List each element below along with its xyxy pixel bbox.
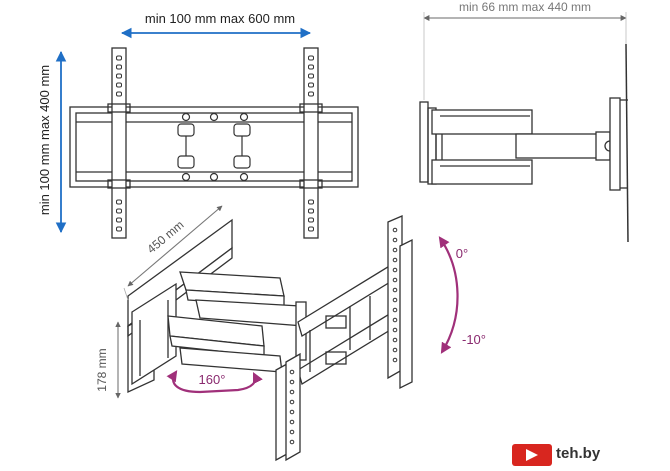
rail-hole <box>392 277 398 283</box>
arm-length-label: 450 mm <box>144 218 186 257</box>
rail-hole <box>289 419 295 425</box>
depth-range-label: min 66 mm max 440 mm <box>459 0 591 14</box>
rail-hole <box>308 82 314 88</box>
rail-hole <box>116 64 122 70</box>
rail-hole <box>289 439 295 445</box>
rail-hole <box>308 64 314 70</box>
rail-hole <box>289 399 295 405</box>
rail-hole <box>308 208 314 214</box>
rail-hole <box>392 317 398 323</box>
rail-hole <box>308 73 314 79</box>
rail-hole <box>116 55 122 61</box>
play-logo-icon <box>512 444 552 466</box>
rail-hole <box>392 257 398 263</box>
rail-hole <box>308 55 314 61</box>
rail-hole <box>116 91 122 97</box>
perspective-view <box>127 215 413 462</box>
rail-hole <box>116 217 122 223</box>
tv-panel-side <box>625 43 629 243</box>
rail-hole <box>289 379 295 385</box>
plate-holes <box>177 112 251 182</box>
rail-hole <box>392 347 398 353</box>
rail-hole <box>392 357 398 363</box>
height-range-label: min 100 mm max 400 mm <box>37 65 52 215</box>
arm-length-arrow <box>127 205 223 287</box>
rail-hole <box>308 217 314 223</box>
rail-hole <box>289 429 295 435</box>
left-rail <box>111 47 127 239</box>
rail-hole <box>392 297 398 303</box>
rail-hole <box>289 389 295 395</box>
width-range-label: min 100 mm max 600 mm <box>145 11 295 26</box>
rail-hole <box>116 199 122 205</box>
tilt-down-label: -10° <box>462 332 486 347</box>
arm-height-label: 178 mm <box>95 348 109 391</box>
rail-hole <box>392 237 398 243</box>
rail-hole <box>116 82 122 88</box>
rail-hole <box>289 409 295 415</box>
rail-hole <box>116 226 122 232</box>
rail-hole <box>392 227 398 233</box>
swivel-label: 160° <box>199 372 226 387</box>
rail-hole <box>116 208 122 214</box>
tilt-arrow <box>438 236 459 354</box>
rail-hole <box>392 287 398 293</box>
rail-hole <box>392 267 398 273</box>
rail-hole <box>392 327 398 333</box>
rail-hole <box>392 337 398 343</box>
rail-hole <box>308 199 314 205</box>
rail-hole <box>392 307 398 313</box>
side-view <box>419 43 629 243</box>
rail-hole <box>308 91 314 97</box>
rail-hole <box>392 247 398 253</box>
swivel-arrow <box>166 370 263 394</box>
rail-hole <box>116 73 122 79</box>
watermark-text: teh.by <box>556 445 601 462</box>
rail-hole <box>308 226 314 232</box>
tilt-up-label: 0° <box>456 246 468 261</box>
right-rail <box>303 47 319 239</box>
rail-hole <box>289 369 295 375</box>
front-view <box>69 47 359 239</box>
